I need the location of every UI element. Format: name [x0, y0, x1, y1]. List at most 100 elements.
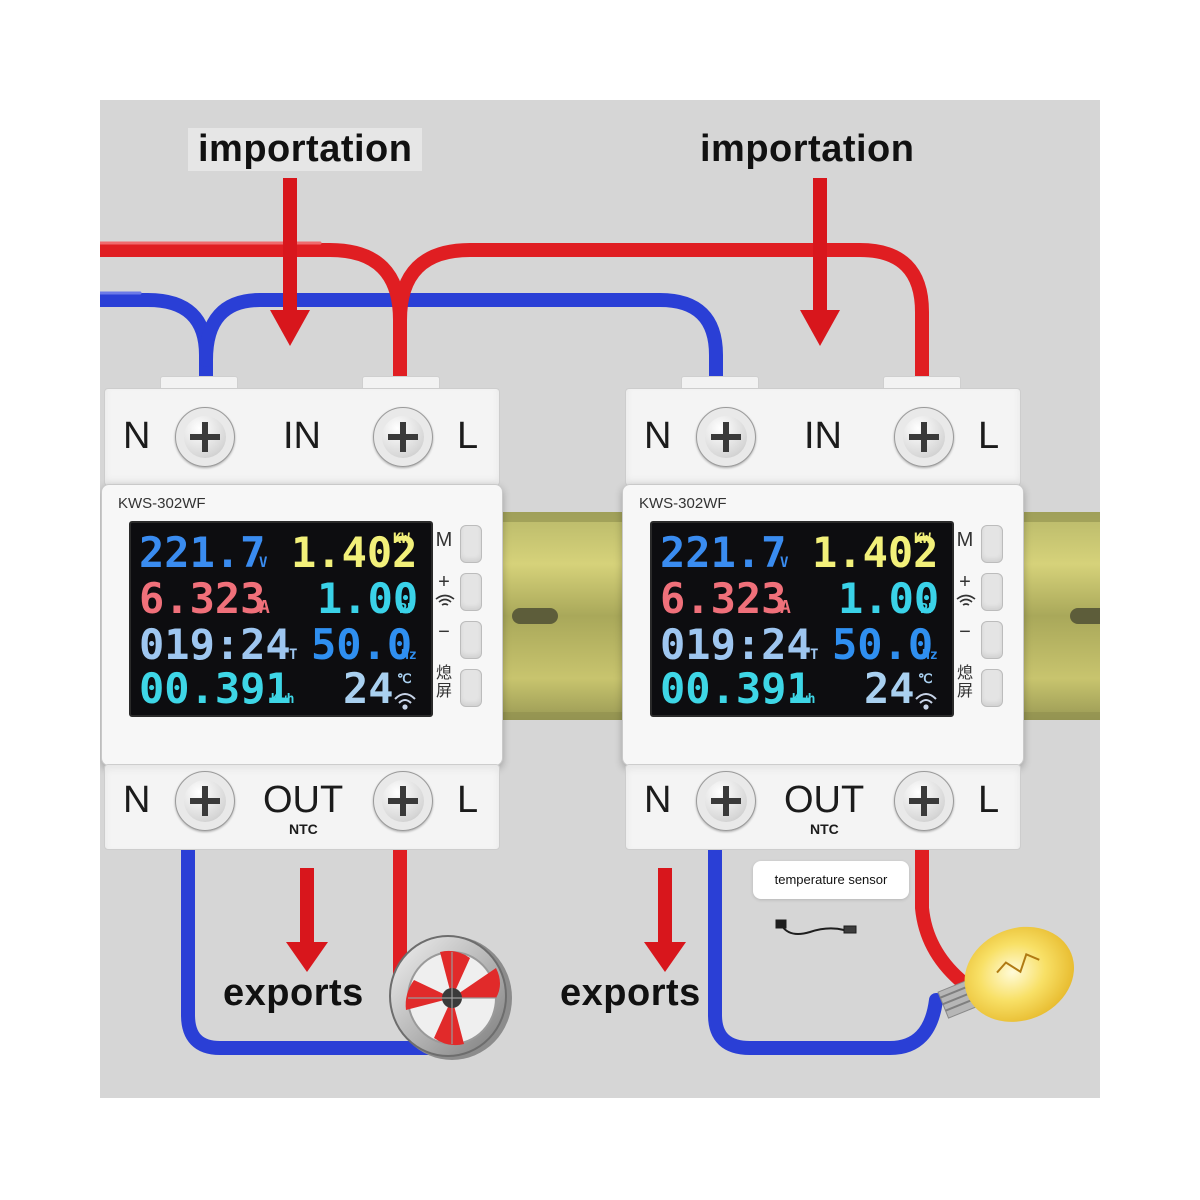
wires-bottom-left: [181, 838, 437, 1055]
terminal-n-label: N: [644, 779, 672, 821]
mode-button-label: M: [435, 529, 453, 551]
light-bulb-icon: [937, 926, 1074, 1022]
screen-off-button[interactable]: [460, 669, 482, 707]
import-arrow-left: [270, 178, 310, 346]
terminal-cover-l: [362, 376, 440, 391]
energy-value: 00.391: [660, 664, 812, 713]
pf-value: 1.00: [838, 574, 939, 623]
screw-icon[interactable]: [894, 771, 954, 831]
wires-bottom-right: [708, 838, 967, 1055]
terminal-cover-l: [883, 376, 961, 391]
freq-value: 50.0: [832, 620, 933, 669]
terminal-cover-n: [681, 376, 759, 391]
current-value: 6.323: [139, 574, 265, 623]
terminal-n-label: N: [644, 415, 672, 457]
energy-unit: Kwh: [271, 692, 294, 707]
mode-button[interactable]: [981, 525, 1003, 563]
plus-button[interactable]: [460, 573, 482, 611]
terminal-cover-n: [160, 376, 238, 391]
voltage-unit: V: [259, 555, 268, 571]
fan-icon: [389, 935, 512, 1060]
model-label: KWS-302WF: [639, 495, 727, 512]
screw-icon[interactable]: [175, 771, 235, 831]
temperature-unit: ℃: [397, 672, 412, 687]
terminal-out-label: OUT: [784, 779, 865, 821]
temperature-value: 24: [343, 664, 394, 713]
screen-off-button-label: 熄屏: [956, 665, 973, 700]
pf-value: 1.00: [317, 574, 418, 623]
screw-icon[interactable]: [373, 407, 433, 467]
terminal-out-label: OUT: [263, 779, 344, 821]
power-value: 1.402: [812, 528, 938, 577]
neutral-wire-top: [100, 291, 723, 389]
plus-button[interactable]: [981, 573, 1003, 611]
minus-button-label: −: [438, 621, 450, 643]
temperature-value: 24: [864, 664, 915, 713]
energy-meter-left: N IN L KWS-302WF 221.7 V 1.402 KW 6.323 …: [101, 376, 503, 850]
terminal-n-label: N: [123, 779, 151, 821]
temperature-probe-icon: [775, 919, 857, 935]
freq-value: 50.0: [311, 620, 412, 669]
terminal-l-label: L: [978, 415, 1000, 457]
time-value: 019:24: [139, 620, 291, 669]
voltage-value: 221.7: [660, 528, 786, 577]
terminal-l-label: L: [978, 779, 1000, 821]
energy-value: 00.391: [139, 664, 291, 713]
screw-icon[interactable]: [373, 771, 433, 831]
current-unit: A: [259, 597, 270, 618]
energy-unit: Kwh: [792, 692, 815, 707]
terminal-in-label: IN: [804, 415, 842, 457]
terminal-in-label: IN: [283, 415, 321, 457]
time-unit: T: [810, 647, 818, 663]
import-arrow-right: [800, 178, 840, 346]
model-label: KWS-302WF: [118, 495, 206, 512]
minus-button-label: −: [959, 621, 971, 643]
terminal-l-label: L: [457, 779, 479, 821]
freq-unit: Hz: [922, 648, 938, 663]
lcd-display: 221.7 V 1.402 KW 6.323 A 1.00 PF 019:24 …: [650, 521, 954, 717]
screen-off-button[interactable]: [981, 669, 1003, 707]
wifi-icon: [915, 693, 937, 710]
lcd-display: 221.7 V 1.402 KW 6.323 A 1.00 PF 019:24 …: [129, 521, 433, 717]
power-unit: KW: [393, 531, 410, 547]
screw-icon[interactable]: [696, 771, 756, 831]
mode-button-label: M: [956, 529, 974, 551]
mode-button[interactable]: [460, 525, 482, 563]
plus-button-label: +: [438, 571, 450, 593]
output-terminal-block: N OUT NTC L: [104, 764, 500, 850]
meter-faceplate: KWS-302WF 221.7 V 1.402 KW 6.323 A 1.00 …: [622, 484, 1024, 766]
ntc-label: NTC: [289, 821, 318, 837]
input-terminal-block: N IN L: [625, 388, 1021, 486]
meter-faceplate: KWS-302WF 221.7 V 1.402 KW 6.323 A 1.00 …: [101, 484, 503, 766]
time-value: 019:24: [660, 620, 812, 669]
voltage-unit: V: [780, 555, 789, 571]
screw-icon[interactable]: [175, 407, 235, 467]
screw-icon[interactable]: [894, 407, 954, 467]
output-terminal-block: N OUT NTC L: [625, 764, 1021, 850]
current-unit: A: [780, 597, 791, 618]
terminal-n-label: N: [123, 415, 151, 457]
freq-unit: Hz: [401, 648, 417, 663]
energy-meter-right: N IN L KWS-302WF 221.7 V 1.402 KW 6.323 …: [622, 376, 1024, 850]
import-label-left: importation: [188, 128, 423, 171]
wifi-icon: [435, 594, 455, 606]
wifi-icon: [956, 594, 976, 606]
screw-icon[interactable]: [696, 407, 756, 467]
time-unit: T: [289, 647, 297, 663]
terminal-l-label: L: [457, 415, 479, 457]
plus-button-label: +: [959, 571, 971, 593]
export-label-right: exports: [560, 972, 701, 1014]
export-arrow-left: [286, 868, 328, 972]
minus-button[interactable]: [981, 621, 1003, 659]
current-value: 6.323: [660, 574, 786, 623]
export-label-left: exports: [223, 972, 364, 1014]
minus-button[interactable]: [460, 621, 482, 659]
wifi-icon: [394, 693, 416, 710]
import-label-right: importation: [700, 128, 915, 170]
wiring-diagram: importation importation exports exports …: [100, 100, 1100, 1098]
ntc-label: NTC: [810, 821, 839, 837]
temperature-unit: ℃: [918, 672, 933, 687]
power-unit: KW: [914, 531, 931, 547]
sensor-caption-text: temperature sensor: [774, 872, 888, 887]
input-terminal-block: N IN L: [104, 388, 500, 486]
